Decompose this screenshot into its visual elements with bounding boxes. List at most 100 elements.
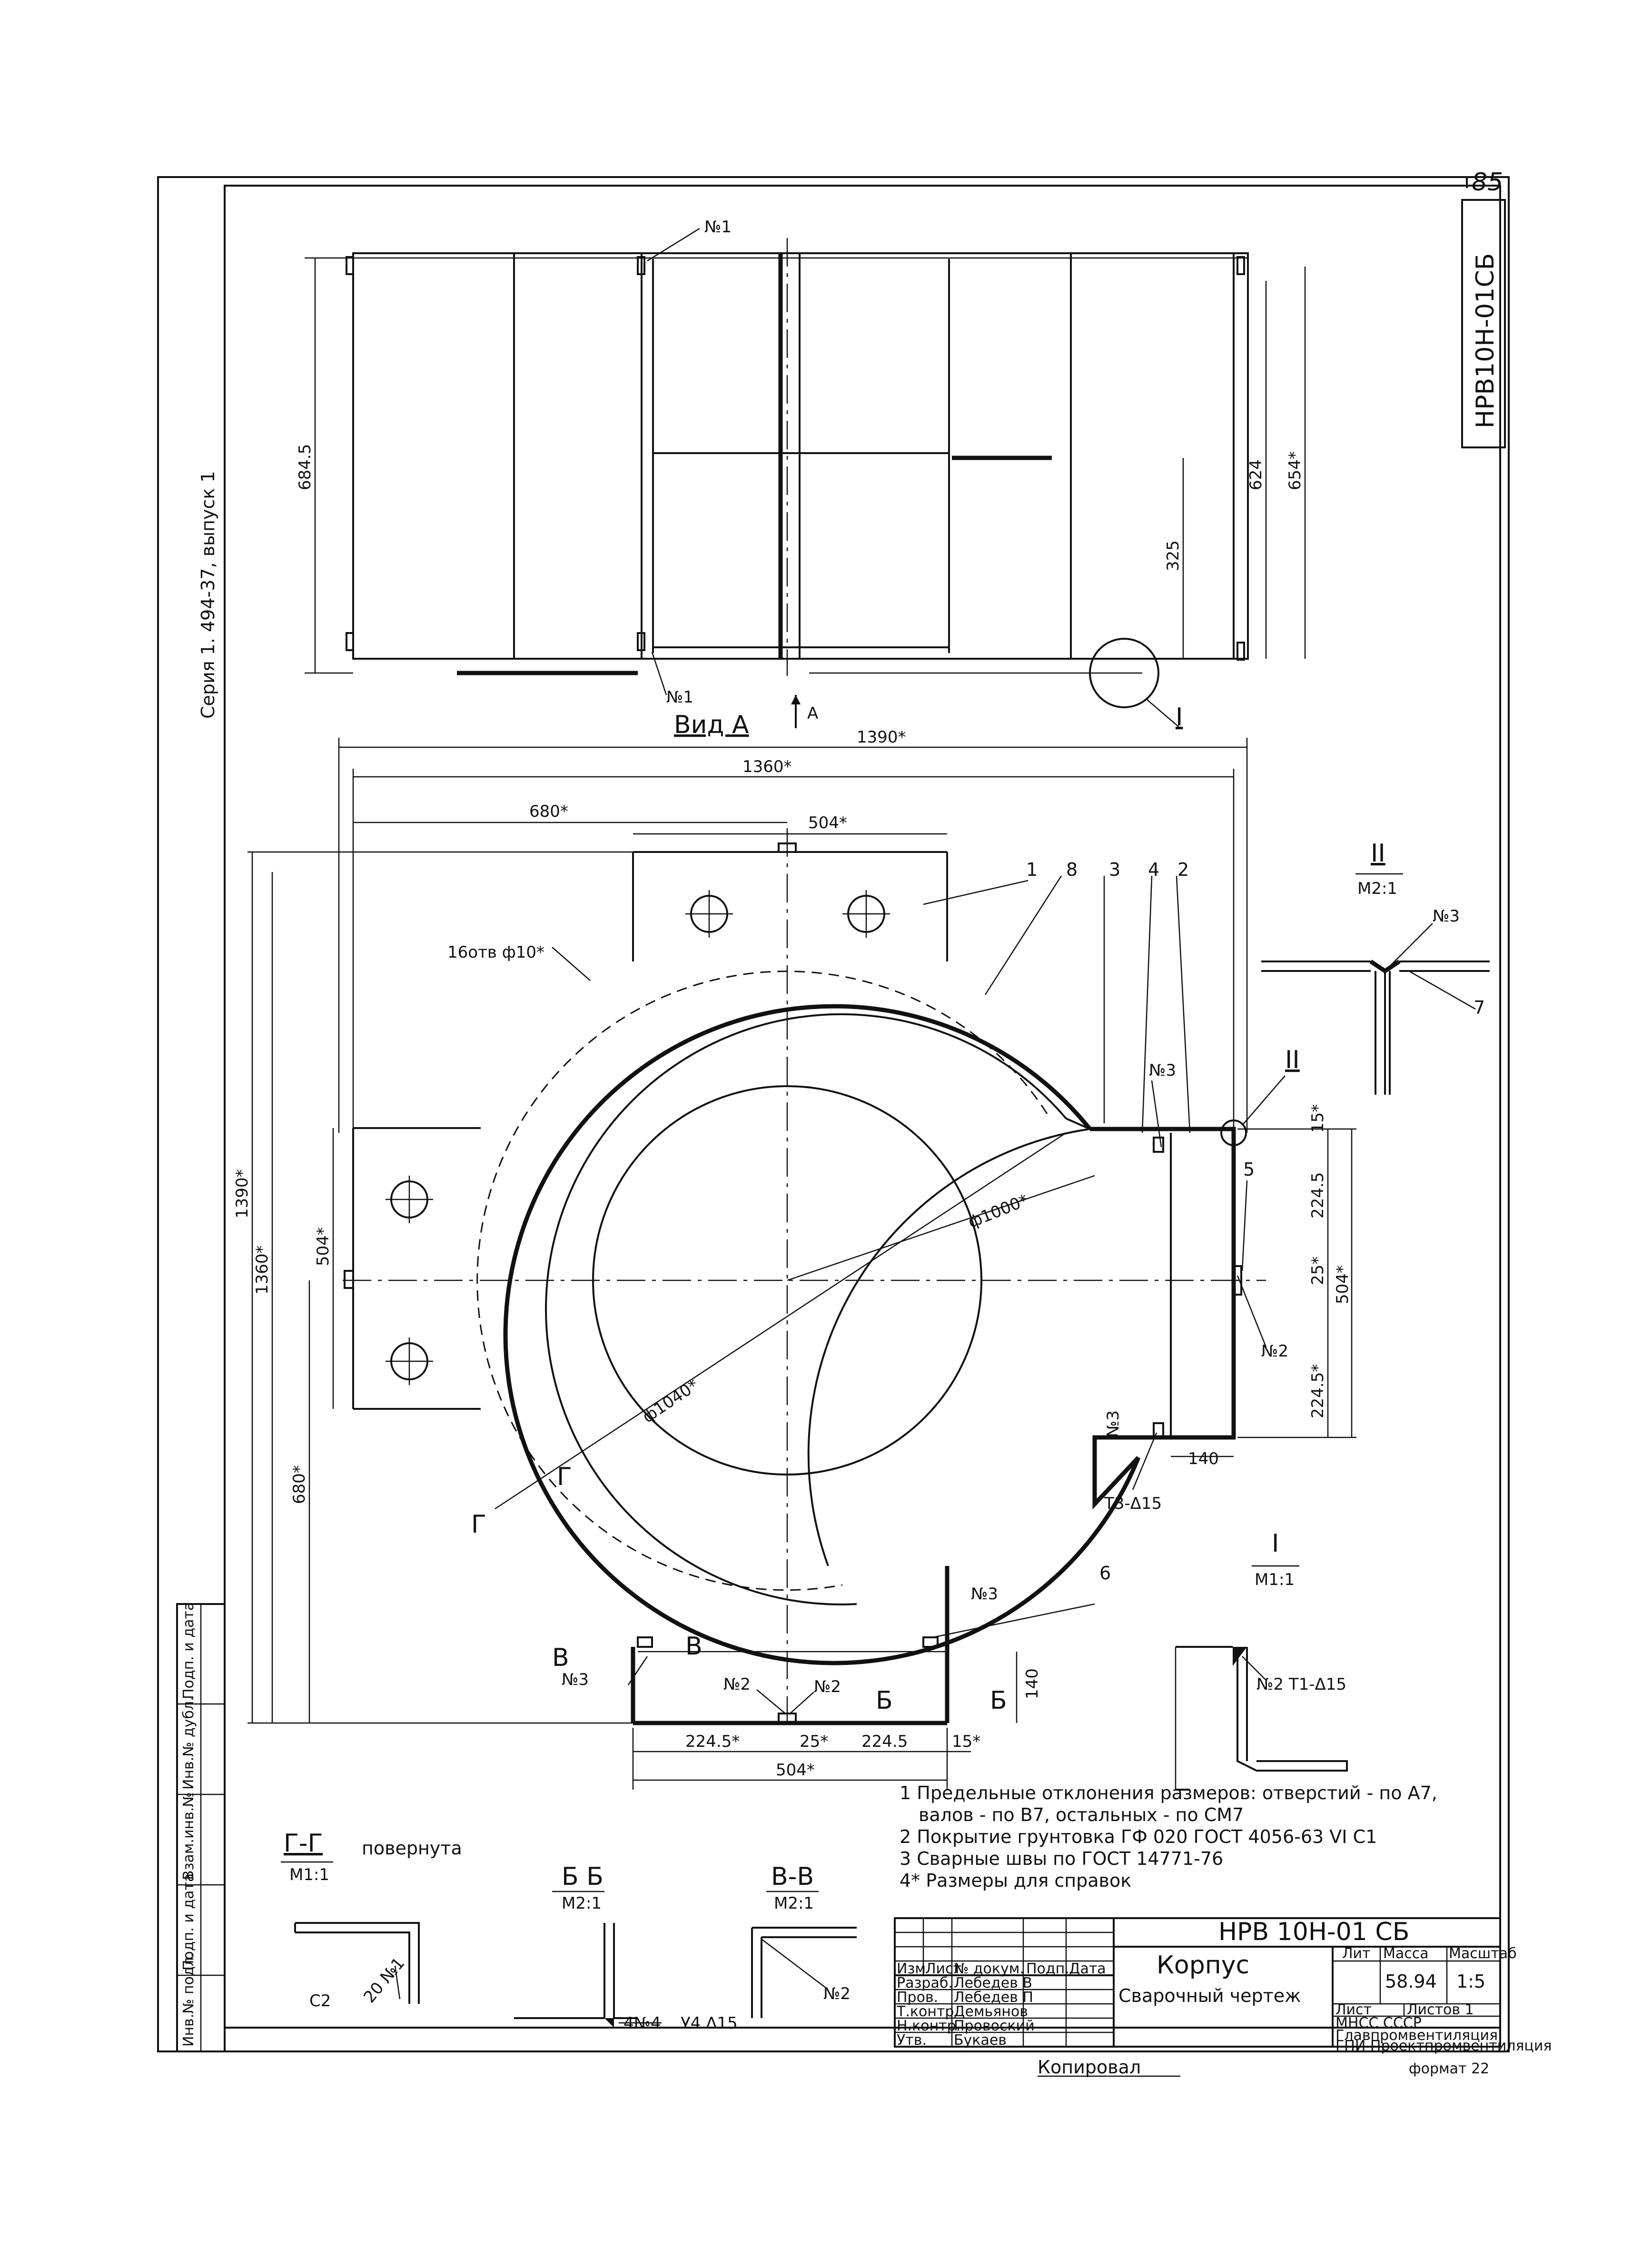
tb-scale-value: 1:5 xyxy=(1456,1971,1485,1992)
holes-note: 16отв ф10* xyxy=(447,943,544,962)
dim-top-325: 325 xyxy=(1164,540,1183,571)
tb-role-tkontr: Т.контр. xyxy=(896,2003,959,2020)
dim-bot-504: 504* xyxy=(776,1761,815,1780)
weld-t3: Т3-Δ15 xyxy=(1104,1494,1162,1513)
pos-8: 8 xyxy=(1066,859,1078,880)
callout-n3-detail: №3 xyxy=(1149,1061,1176,1080)
side-drawing-code: НРВ10Н-01СБ xyxy=(1471,253,1500,428)
tb-name-3: Демьянов xyxy=(954,2003,1028,2020)
tb-name-1: Лебедев В xyxy=(954,1975,1032,1991)
section-gg-n1: 20 №1 xyxy=(360,1954,408,2007)
dim-width-1390: 1390* xyxy=(857,728,906,747)
callout-n2-b: №2 xyxy=(814,1677,841,1696)
dim-bot-15: 15* xyxy=(952,1732,980,1751)
dim-right-224-bot: 224.5* xyxy=(1308,1364,1327,1418)
dim-diameter-1000: ф1000* xyxy=(965,1191,1031,1232)
dim-left-680: 680* xyxy=(290,1465,309,1504)
section-gg-title: Г-Г xyxy=(284,1829,323,1858)
pos-2: 2 xyxy=(1177,859,1189,880)
dim-top-654: 654* xyxy=(1286,451,1305,490)
tb-mass-value: 58.94 xyxy=(1385,1971,1437,1992)
cut-g-left: Г xyxy=(471,1510,486,1539)
dim-left-1390: 1390* xyxy=(233,1169,252,1218)
dim-bot-224-left: 224.5* xyxy=(685,1732,740,1751)
dim-140-bottom: 140 xyxy=(1023,1668,1042,1699)
dim-left-504: 504* xyxy=(314,1227,333,1266)
cut-v-left: В xyxy=(552,1644,569,1672)
tb-name: Корпус xyxy=(1157,1951,1249,1980)
side-stamp: Инв.№ подл. Подп. и дата Взам.инв.№ Инв.… xyxy=(176,1602,226,2052)
section-gg-note: повернута xyxy=(362,1838,462,1859)
cut-v-right: В xyxy=(685,1632,702,1661)
notes: 1 Предельные отклонения размеров: отверс… xyxy=(900,1783,1437,1891)
callout-n3-bottom: №3 xyxy=(562,1670,589,1689)
detail-one: I М1:1 №2 Т1-Δ15 xyxy=(1175,1529,1348,1791)
note-1: 1 Предельные отклонения размеров: отверс… xyxy=(900,1783,1437,1803)
detail-two-scale: М2:1 xyxy=(1357,879,1397,898)
view-a-label: Вид А xyxy=(674,711,749,739)
tb-org-1: МНСС СССР xyxy=(1335,2015,1422,2031)
section-bb-weld-n: 4№4 xyxy=(623,2014,661,2033)
detail-one-scale: М1:1 xyxy=(1255,1570,1295,1589)
note-4: 4* Размеры для справок xyxy=(900,1870,1131,1891)
section-vv-scale: М2:1 xyxy=(774,1894,814,1913)
tb-lit: Лит xyxy=(1342,1945,1371,1962)
pos-1: 1 xyxy=(1026,859,1038,880)
pos-6: 6 xyxy=(1099,1563,1111,1584)
copied-label: Копировал xyxy=(1038,2057,1141,2078)
dim-diameter-1040: ф1040* xyxy=(639,1376,702,1426)
detail-two: II М2:1 №3 7 xyxy=(1261,839,1490,1095)
dim-right-25: 25* xyxy=(1308,1257,1327,1285)
stamp-sign-date-1: Подп. и дата xyxy=(180,1873,197,1971)
tb-name-6: Букаев xyxy=(954,2032,1007,2049)
section-vv-n2: №2 xyxy=(823,1984,851,2003)
stamp-inv-orig: Инв.№ подл. xyxy=(180,1953,197,2047)
arrow-a-label: А xyxy=(807,704,818,723)
tb-org-3: ГПИ Проектпромвентиляция xyxy=(1335,2038,1552,2054)
detail-one-title: I xyxy=(1272,1529,1279,1558)
section-gg-c2: С2 xyxy=(309,1991,331,2010)
tb-mass-header: Масса xyxy=(1383,1945,1429,1962)
format-label: формат 22 xyxy=(1409,2060,1489,2077)
cut-g-right: Г xyxy=(557,1463,572,1491)
tb-col-list: Лист xyxy=(925,1961,961,1977)
series-label: Серия 1. 494-37, выпуск 1 xyxy=(198,471,218,719)
pos-7: 7 xyxy=(1474,997,1485,1018)
tb-col-doc: № докум. xyxy=(954,1961,1024,1977)
sheet-frame: 8 5 НРВ10Н-01СБ Серия 1. 494-37, выпуск 1 xyxy=(157,168,1510,2052)
callout-n2-a: №2 xyxy=(723,1675,751,1694)
stamp-sign-date-2: Подп. и дата xyxy=(180,1602,197,1699)
tb-role-nkontr: Н.контр. xyxy=(897,2018,960,2034)
tb-name-5: Провоский xyxy=(954,2018,1035,2034)
dim-140-right: 140 xyxy=(1188,1449,1219,1468)
detail-one-ref: I xyxy=(1176,703,1183,732)
dim-right-504: 504* xyxy=(1333,1265,1352,1304)
note-2: 2 Покрытие грунтовка ГФ 020 ГОСТ 4056-63… xyxy=(900,1826,1377,1847)
dim-bot-224-right: 224.5 xyxy=(861,1732,908,1751)
detail-two-ref: II xyxy=(1285,1046,1300,1074)
section-vv-title: В-В xyxy=(771,1862,814,1891)
stamp-replace-inv: Взам.инв.№ xyxy=(180,1792,197,1880)
tb-col-date: Дата xyxy=(1069,1961,1106,1977)
tb-role-utv: Утв. xyxy=(897,2032,927,2049)
tb-scale-header: Масштаб xyxy=(1449,1945,1517,1962)
cut-b-right: Б xyxy=(990,1686,1007,1715)
tb-code: НРВ 10Н-01 СБ xyxy=(1218,1918,1409,1946)
tb-sheet: Лист xyxy=(1335,2001,1372,2018)
callout-n3-lower: №3 xyxy=(971,1585,998,1604)
detail-one-circle xyxy=(1089,638,1159,708)
plan-view: 1390* 1360* 680* 504* xyxy=(233,728,1356,1790)
pos-4: 4 xyxy=(1148,859,1159,880)
stamp-inv-dup: Инв.№ дубл. xyxy=(180,1696,197,1790)
pos-5: 5 xyxy=(1243,1159,1255,1180)
note-1b: валов - по В7, остальных - по СМ7 xyxy=(919,1804,1244,1825)
note-3: 3 Сварные швы по ГОСТ 14771-76 xyxy=(900,1848,1223,1869)
tb-sheets: Листов 1 xyxy=(1407,2001,1474,2018)
tb-name-2: Лебедев П xyxy=(954,1989,1033,2006)
tb-org-2: Главпромвентиляция xyxy=(1335,2027,1498,2044)
callout-n2-right: №2 xyxy=(1261,1342,1288,1361)
dim-right-224-top: 224.5 xyxy=(1308,1172,1327,1218)
dim-right-15: 15* xyxy=(1308,1104,1327,1133)
